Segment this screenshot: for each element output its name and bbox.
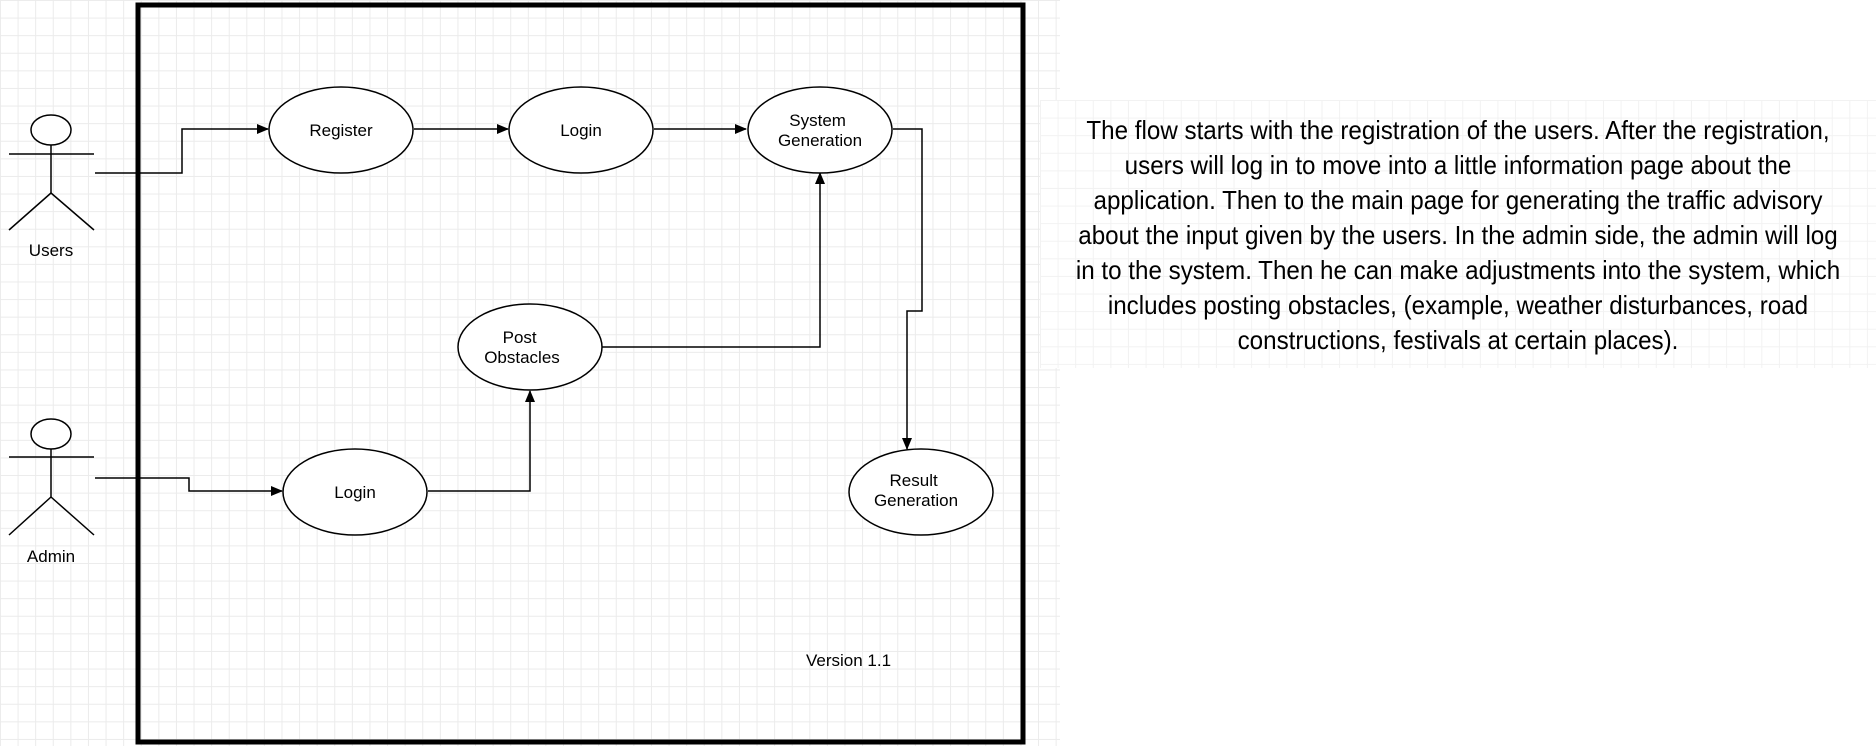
use-case-system-generation-label: System Generation bbox=[778, 111, 862, 150]
use-case-result-generation-label: Result Generation bbox=[874, 471, 958, 510]
post-obstacles-line-2: Obstacles bbox=[484, 348, 560, 367]
use-case-post-obstacles bbox=[457, 303, 603, 391]
use-case-login-user-label: Login bbox=[560, 121, 602, 140]
use-case-post-obstacles-label: Post Obstacles bbox=[484, 328, 560, 367]
actor-admin bbox=[8, 418, 95, 536]
use-case-system-generation bbox=[747, 86, 893, 174]
use-case-register-label: Register bbox=[309, 121, 373, 140]
system-generation-line-2: Generation bbox=[778, 131, 862, 150]
edge-post-obstacles-to-system-generation bbox=[602, 172, 825, 348]
description-panel bbox=[1040, 100, 1876, 368]
use-case-login-admin-label: Login bbox=[334, 483, 376, 502]
use-case-result-generation bbox=[848, 448, 994, 536]
result-generation-line-2: Generation bbox=[874, 491, 958, 510]
edge-admin-to-login bbox=[95, 477, 283, 496]
edge-users-to-register bbox=[95, 124, 269, 174]
system-generation-line-1: System bbox=[789, 111, 846, 130]
result-generation-line-1: Result bbox=[890, 471, 938, 490]
use-case-login-admin bbox=[282, 448, 428, 536]
use-case-register bbox=[268, 86, 414, 174]
edge-system-generation-to-result bbox=[893, 128, 923, 450]
edge-login-to-post-obstacles bbox=[428, 390, 535, 492]
post-obstacles-line-1: Post bbox=[503, 328, 537, 347]
use-case-login-user bbox=[508, 86, 654, 174]
version-label: Version 1.1 bbox=[806, 651, 891, 670]
system-boundary bbox=[135, 2, 1026, 745]
actor-users bbox=[8, 114, 95, 231]
description-text: The flow starts with the registration of… bbox=[1075, 115, 1841, 355]
actor-users-label: Users bbox=[29, 241, 73, 260]
actor-admin-label: Admin bbox=[27, 547, 75, 566]
